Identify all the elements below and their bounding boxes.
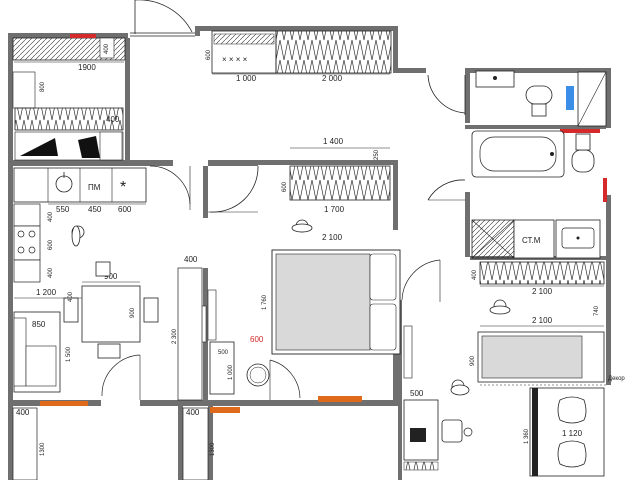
shoe-rack-icon (20, 138, 58, 156)
dim-400-k1: 400 (48, 211, 54, 222)
pillow-2 (369, 303, 397, 351)
dim-550: 550 (56, 205, 70, 214)
dim-2100-bed: 2 100 (322, 233, 343, 242)
wardrobe-x-marks: × × × × (222, 55, 248, 64)
dim-600-wardrobe: 600 (206, 49, 212, 60)
hanging-rail (14, 107, 124, 131)
dim-500-desk: 500 (410, 389, 424, 398)
chair-2 (143, 297, 159, 323)
dim-900-table: 900 (104, 272, 118, 281)
dim-1900: 1900 (78, 63, 96, 72)
pillow-1 (369, 253, 397, 301)
kitchen-living: ПМ * 550 450 600 400 600 400 900 900 1 2… (13, 165, 203, 406)
dining-table (81, 285, 141, 343)
dim-400-bm: 400 (186, 408, 200, 417)
dim-900-table-v: 900 (130, 307, 136, 318)
bedroom-wardrobe (289, 165, 391, 201)
dim-1200: 1 200 (36, 288, 57, 297)
dim-1120: 1 120 (562, 429, 583, 438)
dim-1500: 1 500 (66, 346, 72, 362)
dim-500-h: 500 (218, 350, 229, 356)
dim-400-k3: 400 (48, 267, 54, 278)
dim-2100-c2: 2 100 (532, 316, 553, 325)
dim-1300-m: 1300 (210, 442, 216, 456)
fridge-asterisk: * (120, 179, 126, 196)
lower-rooms: 400 1300 400 1300 (12, 407, 216, 480)
dim-1700: 1 700 (324, 205, 345, 214)
decor-label: Декор (608, 376, 625, 382)
dim-600-k2: 600 (48, 239, 54, 250)
right-wardrobe (479, 261, 605, 285)
radiator-1 (210, 407, 240, 413)
radiator-3 (40, 401, 88, 406)
dim-400-bl: 400 (16, 408, 30, 417)
dim-450: 450 (88, 205, 102, 214)
dim-1300-l: 1300 (40, 442, 46, 456)
dim-400-top: 400 (104, 43, 110, 54)
desk (403, 399, 439, 461)
dim-1000-a: 1 000 (236, 74, 257, 83)
walls (8, 26, 611, 480)
dim-1360: 1 360 (524, 428, 530, 444)
dim-850: 850 (32, 320, 46, 329)
bedroom-main: 1 400 250 600 1 700 2 100 1 760 500 600 … (195, 137, 413, 413)
toilet-2 (571, 149, 595, 173)
washing-machine (513, 219, 555, 259)
blue-accent (566, 86, 574, 110)
dim-1400: 1 400 (323, 137, 344, 146)
chair-1 (95, 261, 111, 277)
dim-740: 740 (594, 305, 600, 316)
dim-400-mid: 400 (106, 115, 120, 124)
chair-3 (97, 343, 121, 359)
shoe-rack-icon-2 (78, 136, 100, 158)
dim-400-t: 400 (68, 291, 74, 302)
cushion-2 (557, 440, 587, 468)
label-pm: ПМ (88, 183, 101, 192)
dim-400-br: 400 (472, 269, 478, 280)
dim-800: 800 (40, 81, 46, 92)
dim-900-c: 900 (470, 355, 476, 366)
dim-2000: 2 000 (322, 74, 343, 83)
dim-600-k: 600 (118, 205, 132, 214)
red-marker-side (603, 178, 607, 202)
dim-400-corr: 400 (184, 255, 198, 264)
bedroom-right: 400 2 100 740 2 100 900 Декор 500 1 3 (401, 259, 625, 477)
dim-600-bed: 600 (282, 181, 288, 192)
kitchen-sink (55, 175, 73, 193)
monitor-icon (410, 428, 426, 442)
dim-1000-v: 1 000 (228, 364, 234, 380)
radiator-2 (318, 396, 362, 402)
dim-600-red: 600 (250, 335, 264, 344)
top-left-storage: 400 1900 800 400 (12, 34, 126, 161)
bathroom: СТ.М (427, 70, 607, 259)
stove (13, 225, 41, 261)
red-marker-top (70, 34, 96, 38)
dim-2100-c1: 2 100 (532, 287, 553, 296)
dim-1760: 1 760 (262, 294, 268, 310)
dim-250: 250 (374, 149, 380, 160)
corridor-wardrobe (177, 267, 203, 401)
toilet (525, 85, 553, 105)
label-stm: СТ.М (522, 236, 541, 245)
desk-chair (441, 419, 463, 443)
red-marker-bath (560, 129, 600, 133)
entrance-door (130, 0, 195, 37)
top-wardrobe: 600 × × × × 1 000 2 000 (206, 30, 392, 83)
dim-2300: 2 300 (172, 328, 178, 344)
cushion-1 (557, 396, 587, 424)
